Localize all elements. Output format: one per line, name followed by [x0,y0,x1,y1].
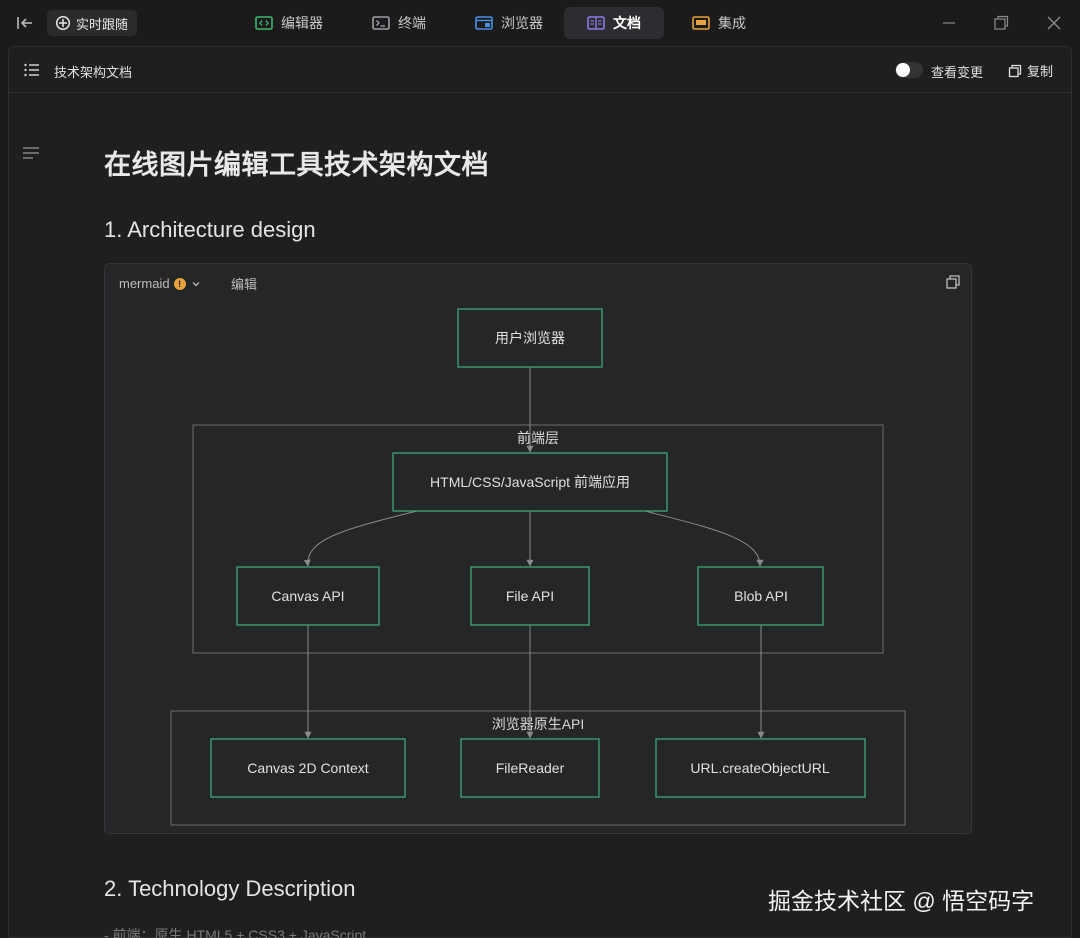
integration-icon [692,16,710,30]
partially-visible-line: - 前端：原生 HTML5 + CSS3 + JavaScript [104,927,367,938]
outline-icon[interactable] [22,145,40,161]
watermark: 掘金技术社区 @ 悟空码字 [768,888,1035,914]
document-name: 技术架构文档 [54,65,133,80]
copy-code-icon[interactable] [945,274,961,290]
node-blob-api-label: Blob API [734,588,788,604]
diagram-node-labels: 用户浏览器 HTML/CSS/JavaScript 前端应用 Canvas AP… [247,330,830,776]
tab-terminal-label: 终端 [398,15,426,31]
node-file-api-label: File API [506,588,554,604]
live-follow-label: 实时跟随 [76,16,129,32]
view-changes-toggle[interactable] [895,62,923,78]
document-header: 技术架构文档 查看变更 复制 [9,47,1071,93]
code-icon [255,16,273,30]
tab-browser-label: 浏览器 [501,15,543,31]
restore-icon[interactable] [990,12,1012,34]
tab-browser[interactable]: 浏览器 [454,7,564,39]
node-object-url [655,738,866,798]
view-changes-label[interactable]: 查看变更 [931,65,984,80]
crosshair-icon [55,15,71,31]
copy-label: 复制 [1027,64,1054,79]
close-icon[interactable] [1043,12,1065,34]
node-file-reader-label: FileReader [496,760,565,776]
chevron-down-icon [192,281,200,286]
node-blob-api [697,566,824,626]
node-frontend-app-label: HTML/CSS/JavaScript 前端应用 [430,474,630,490]
mermaid-language-selector[interactable]: mermaid ! [119,276,202,291]
node-canvas-api-label: Canvas API [271,588,344,604]
document-icon [587,16,605,30]
warning-icon[interactable]: ! [173,277,186,290]
tab-document[interactable]: 文档 [564,7,664,39]
tab-editor[interactable]: 编辑器 [234,7,344,39]
list-icon[interactable] [23,61,41,79]
document-title: 在线图片编辑工具技术架构文档 [104,150,489,180]
node-canvas-2d [210,738,406,798]
tab-integration[interactable]: 集成 [664,7,774,39]
tab-terminal[interactable]: 终端 [344,7,454,39]
tab-editor-label: 编辑器 [281,15,323,31]
top-bar: 实时跟随 编辑器 终端 浏览器 文档 集成 [0,0,1080,46]
toggle-knob [896,63,910,77]
node-canvas-2d-label: Canvas 2D Context [247,760,369,776]
mermaid-block: mermaid ! 编辑 前端层 浏览器原生API [104,263,972,834]
edge-frontend-blob [644,510,764,567]
node-canvas-api [236,566,380,626]
node-file-api [470,566,590,626]
collapse-left-icon[interactable] [14,12,36,34]
scrollbar-thumb[interactable] [1071,142,1072,312]
node-browser-label: 用户浏览器 [495,330,565,346]
mermaid-edit-button[interactable]: 编辑 [231,277,258,292]
copy-icon [1008,64,1022,77]
diagram-edges [303,367,765,739]
minimize-icon[interactable] [938,12,960,34]
mermaid-language-label: mermaid [119,276,170,291]
browser-icon [475,16,493,30]
node-browser [457,308,603,368]
node-frontend-app [392,452,668,512]
architecture-diagram: 前端层 浏览器原生API 用户浏览器 HTML/CSS/JavaScr [170,308,906,826]
tab-document-label: 文档 [613,15,641,31]
live-follow-button[interactable]: 实时跟随 [47,10,138,36]
frontend-layer-group [192,424,884,654]
terminal-icon [372,16,390,30]
section-heading-architecture: 1. Architecture design [104,217,316,242]
edge-frontend-canvas [303,510,418,567]
copy-button[interactable]: 复制 [1008,61,1053,80]
diagram-nodes [210,308,866,798]
tab-integration-label: 集成 [718,15,746,31]
native-api-label: 浏览器原生API [492,716,585,732]
node-file-reader [460,738,600,798]
frontend-layer-label: 前端层 [517,430,559,446]
section-heading-technology: 2. Technology Description [104,876,356,901]
node-object-url-label: URL.createObjectURL [690,760,829,776]
mode-tabs: 编辑器 终端 浏览器 文档 集成 [234,7,774,39]
native-api-group [170,710,906,826]
